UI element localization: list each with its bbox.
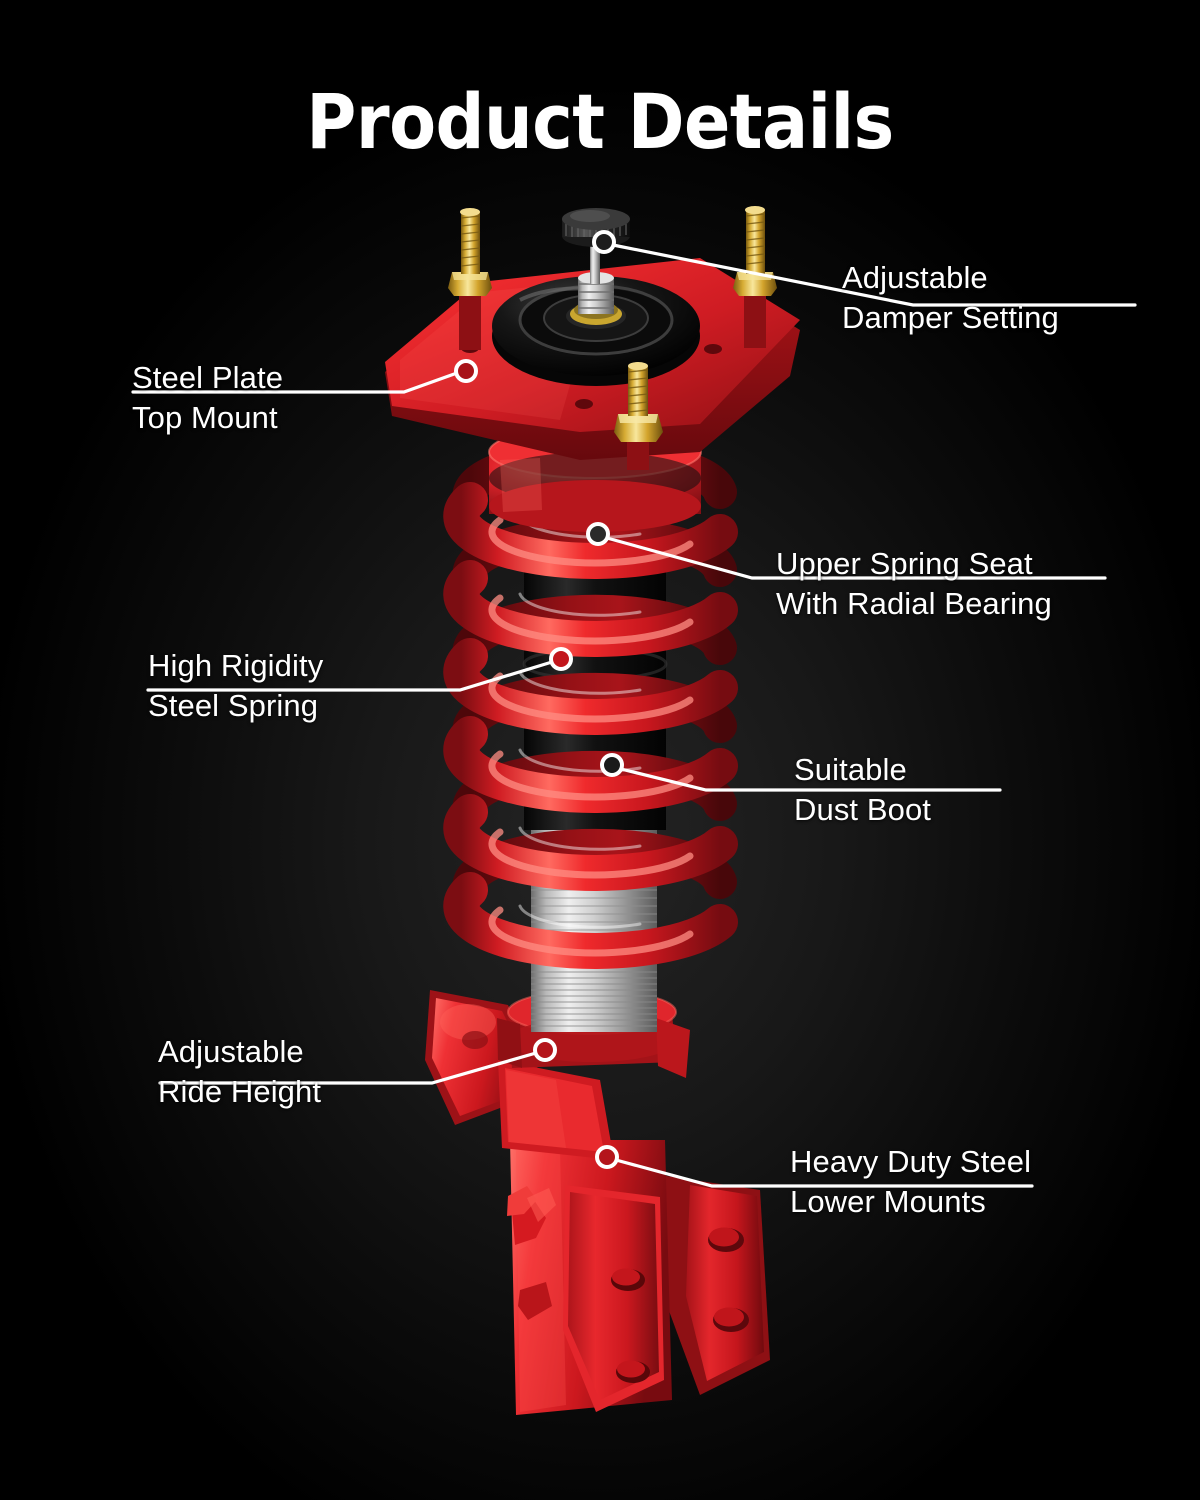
callout-line: Adjustable [158,1034,304,1069]
callout-line: Heavy Duty Steel [790,1144,1032,1179]
callout-label-heavy-duty-steel-lower-mounts: Heavy Duty Steel Lower Mounts [790,1142,1031,1223]
callout-label-high-rigidity-steel-spring: High Rigidity Steel Spring [148,646,323,727]
callout-line: Damper Setting [842,300,1059,336]
callout-line: Upper Spring Seat [776,546,1033,581]
lower-mount-assembly [425,989,770,1415]
callout-line: Adjustable [842,260,988,295]
callout-line: Ride Height [158,1074,322,1110]
page-title: Product Details [306,77,894,166]
callout-line: High Rigidity [148,648,324,683]
callout-label-steel-plate-top-mount: Steel Plate Top Mount [132,358,283,439]
callout-line: Steel Plate [132,360,284,395]
callout-label-adjustable-damper-setting: Adjustable Damper Setting [842,258,1059,339]
callout-label-suitable-dust-boot: Suitable Dust Boot [794,750,931,831]
callout-line: With Radial Bearing [776,586,1052,622]
callout-label-adjustable-ride-height: Adjustable Ride Height [158,1032,321,1113]
steel-plate-top-mount [385,206,800,470]
callout-line: Lower Mounts [790,1184,986,1220]
callout-label-upper-spring-seat-with-radial-bearing: Upper Spring Seat With Radial Bearing [776,544,1052,625]
callout-line: Top Mount [132,400,278,436]
callout-line: Dust Boot [794,792,932,828]
callout-line: Suitable [794,752,907,787]
stud-front [614,362,663,470]
callout-line: Steel Spring [148,688,319,724]
stud-left [448,208,492,350]
